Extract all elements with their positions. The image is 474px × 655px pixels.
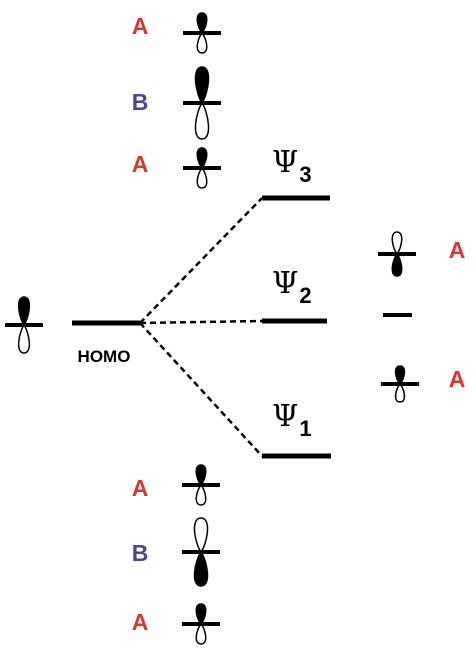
bottom-p-orbital-2-lower-lobe (193, 550, 209, 587)
bottom-stack: A B A (132, 464, 220, 645)
top-p-orbital-1-upper-lobe (196, 12, 208, 35)
dash-to-psi1 (139, 322, 263, 457)
psi1-symbol: Ψ (272, 399, 298, 434)
top-stack: A B A (132, 12, 221, 189)
top-p-orbital-2-lower-lobe (194, 101, 210, 140)
right-p-orbital-2 (381, 365, 419, 403)
right-stack-label-2: A (449, 366, 466, 392)
left-orbital-group: HOMO (5, 296, 140, 366)
psi3-label: Ψ3 (272, 145, 312, 187)
top-p-orbital-3-lower-lobe (196, 166, 208, 189)
right-p-orbital-2-lower-lobe (394, 382, 406, 403)
bottom-p-orbital-3-lower-lobe (195, 622, 207, 645)
energy-levels: Ψ3 Ψ2 Ψ1 (262, 145, 331, 459)
top-stack-label-2: B (132, 89, 149, 115)
right-stack-label-1: A (449, 237, 466, 263)
left-p-orbital-upper-lobe (17, 296, 31, 327)
top-p-orbital-3-upper-lobe (196, 147, 208, 170)
psi2-symbol: Ψ (272, 266, 298, 301)
top-p-orbital-1-lower-lobe (196, 31, 208, 54)
top-p-orbital-2 (183, 66, 221, 140)
bottom-p-orbital-3-upper-lobe (195, 603, 207, 626)
right-p-orbital-1-upper-lobe (391, 231, 403, 256)
dash-to-psi3 (139, 197, 263, 324)
top-stack-label-3: A (132, 151, 149, 177)
homo-label: HOMO (78, 347, 131, 366)
bottom-p-orbital-2-upper-lobe (193, 517, 209, 554)
top-p-orbital-2-upper-lobe (194, 66, 210, 105)
left-p-orbital (5, 296, 43, 354)
right-p-orbital-1 (378, 231, 416, 277)
bottom-p-orbital-3 (182, 603, 220, 645)
psi1-label: Ψ1 (272, 399, 312, 441)
right-stack: A A (378, 231, 466, 403)
psi3-subscript: 3 (299, 162, 311, 187)
bottom-p-orbital-1 (182, 464, 220, 506)
bottom-stack-label-3: A (132, 609, 149, 635)
left-p-orbital-lower-lobe (17, 323, 31, 354)
correlation-lines (139, 197, 263, 457)
bottom-p-orbital-2 (182, 517, 220, 587)
right-p-orbital-2-upper-lobe (394, 365, 406, 386)
dash-to-psi2 (139, 319, 263, 325)
psi2-subscript: 2 (299, 283, 311, 308)
bottom-stack-label-1: A (132, 475, 149, 501)
psi3-symbol: Ψ (272, 145, 298, 180)
top-p-orbital-3 (183, 147, 221, 189)
bottom-p-orbital-1-lower-lobe (195, 483, 207, 506)
top-p-orbital-1 (183, 12, 221, 54)
psi1-subscript: 1 (299, 416, 311, 441)
top-stack-label-1: A (132, 13, 149, 39)
bottom-p-orbital-1-upper-lobe (195, 464, 207, 487)
right-p-orbital-1-lower-lobe (391, 252, 403, 277)
psi2-label: Ψ2 (272, 266, 312, 308)
bottom-stack-label-2: B (132, 540, 149, 566)
